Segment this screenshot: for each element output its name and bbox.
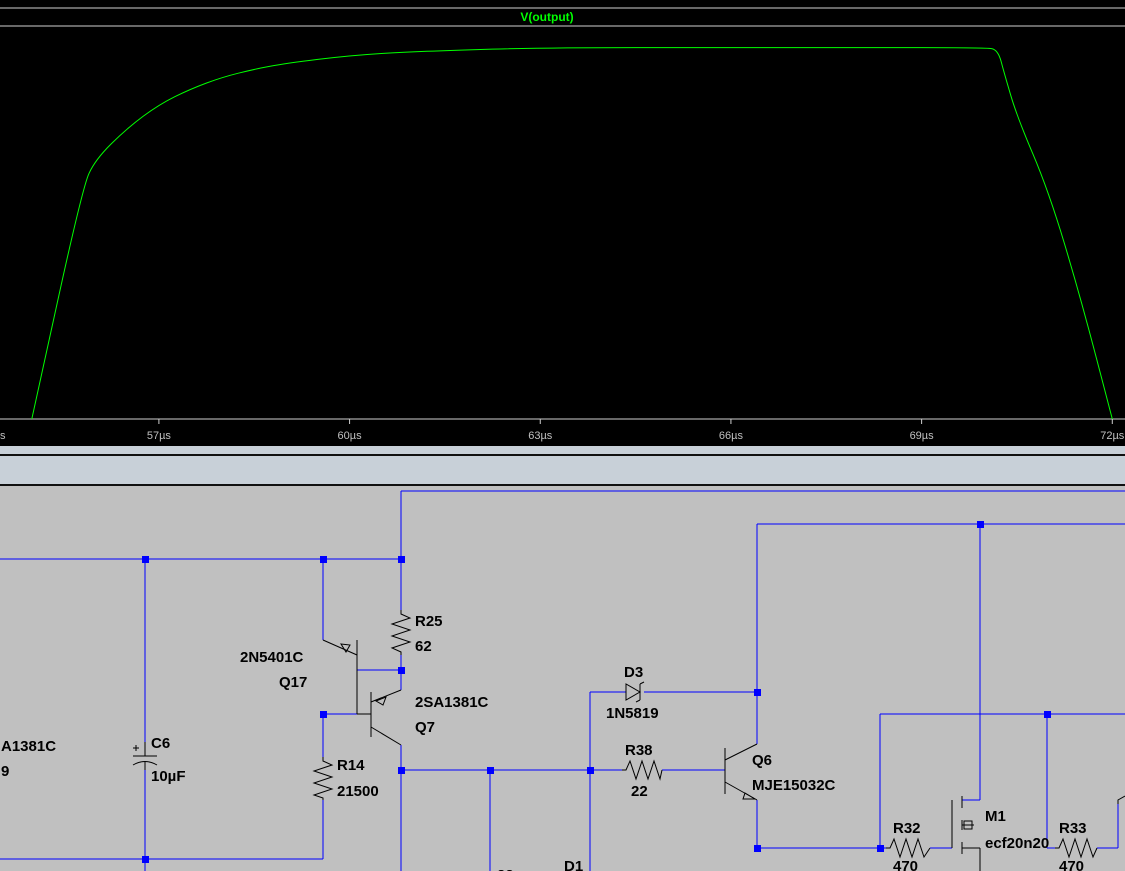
c6-ref-label: C6	[151, 735, 170, 752]
x-axis-ticks: s 57µs 60µs 63µs 66µs 69µs 72µs	[0, 419, 1125, 442]
r25-resistor[interactable]	[390, 610, 412, 655]
left-transistor-model-label: A1381C	[1, 738, 56, 755]
partial-right-resistor[interactable]	[1117, 795, 1125, 804]
component-labels: R25 62 2N5401C Q17 2SA1381C Q7 A1381C 9 …	[1, 613, 1087, 871]
q7-transistor[interactable]	[357, 689, 402, 746]
schematic-editor[interactable]: R25 62 2N5401C Q17 2SA1381C Q7 A1381C 9 …	[0, 486, 1125, 871]
r32-value-label: 470	[893, 858, 918, 871]
partial-resistor-label: 22	[497, 867, 514, 871]
x-tick-label: 60µs	[338, 430, 363, 442]
d3-diode[interactable]	[625, 681, 645, 703]
d3-ref-label: D3	[624, 664, 643, 681]
x-tick-label: 72µs	[1100, 430, 1125, 442]
q6-ref-label: Q6	[752, 752, 772, 769]
splitter-line-bottom	[0, 484, 1125, 486]
m1-model-label: ecf20n20	[985, 835, 1049, 852]
q7-ref-label: Q7	[415, 719, 435, 736]
r14-ref-label: R14	[337, 757, 365, 774]
r32-resistor[interactable]	[886, 837, 931, 859]
x-tick-label: 66µs	[719, 430, 744, 442]
q17-ref-label: Q17	[279, 674, 307, 691]
pane-splitter[interactable]	[0, 446, 1125, 486]
schematic-canvas[interactable]: R25 62 2N5401C Q17 2SA1381C Q7 A1381C 9 …	[0, 486, 1125, 871]
q17-model-label: 2N5401C	[240, 649, 304, 666]
q17-transistor[interactable]	[322, 639, 358, 714]
m1-mosfet[interactable]	[951, 796, 981, 871]
x-tick-label: 63µs	[528, 430, 553, 442]
r38-ref-label: R38	[625, 742, 653, 759]
x-tick-label: 69µs	[910, 430, 935, 442]
waveform-plot-pane[interactable]: V(output) s 57µs 60µs 63µs 66µs 69µs 72µs	[0, 0, 1125, 446]
c6-capacitor[interactable]	[132, 742, 158, 770]
left-transistor-ref-label: 9	[1, 763, 9, 780]
r32-ref-label: R32	[893, 820, 921, 837]
r33-value-label: 470	[1059, 858, 1084, 871]
d1-ref-label: D1	[564, 858, 583, 871]
voutput-trace	[31, 47, 1113, 420]
q6-transistor[interactable]	[724, 743, 758, 801]
splitter-line-top	[0, 454, 1125, 456]
r25-value-label: 62	[415, 638, 432, 655]
junction-nodes	[142, 521, 1051, 863]
r33-ref-label: R33	[1059, 820, 1087, 837]
q7-model-label: 2SA1381C	[415, 694, 489, 711]
c6-value-label: 10µF	[151, 768, 186, 785]
r38-resistor[interactable]	[622, 759, 663, 781]
waveform-plot[interactable]: V(output) s 57µs 60µs 63µs 66µs 69µs 72µs	[0, 0, 1125, 446]
r33-resistor[interactable]	[1055, 837, 1098, 859]
r14-resistor[interactable]	[312, 757, 334, 800]
r25-ref-label: R25	[415, 613, 443, 630]
x-tick-label: s	[0, 430, 6, 442]
x-tick-label: 57µs	[147, 430, 172, 442]
r38-value-label: 22	[631, 783, 648, 800]
wires	[0, 490, 1125, 871]
r14-value-label: 21500	[337, 783, 379, 800]
q6-model-label: MJE15032C	[752, 777, 836, 794]
d3-model-label: 1N5819	[606, 705, 659, 722]
m1-ref-label: M1	[985, 808, 1006, 825]
trace-label[interactable]: V(output)	[520, 10, 573, 24]
